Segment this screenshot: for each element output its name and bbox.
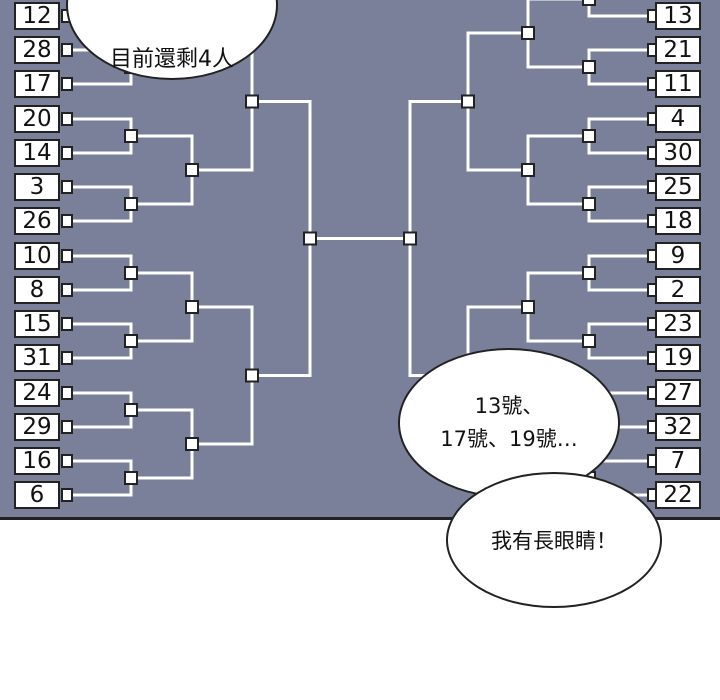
bracket-node xyxy=(303,231,317,246)
bracket-node xyxy=(521,26,535,40)
bracket-node xyxy=(245,94,259,109)
bracket-line xyxy=(587,322,653,360)
bracket-slot-right: 2 xyxy=(655,276,701,304)
bracket-line xyxy=(587,117,653,155)
bracket-node xyxy=(582,197,596,211)
bracket-slot-left: 10 xyxy=(14,242,60,270)
bracket-slot-right: 19 xyxy=(655,344,701,372)
bracket-slot-tab xyxy=(61,146,73,160)
bracket-slot-right: 4 xyxy=(655,105,701,133)
bracket-node xyxy=(582,266,596,280)
bracket-slot-tab xyxy=(61,317,73,331)
bracket-slot-left: 20 xyxy=(14,105,60,133)
bracket-slot-right: 32 xyxy=(655,413,701,441)
bracket-node xyxy=(582,60,596,74)
speech-bubble-bottom: 我有長眼睛！ xyxy=(446,472,662,608)
bracket-slot-left: 26 xyxy=(14,207,60,235)
bracket-slot-tab xyxy=(61,77,73,91)
bracket-node xyxy=(461,94,475,109)
bracket-slot-left: 8 xyxy=(14,276,60,304)
bracket-slot-tab xyxy=(61,249,73,263)
bracket-slot-tab xyxy=(61,180,73,194)
bracket-slot-left: 6 xyxy=(14,481,60,509)
bracket-slot-right: 30 xyxy=(655,139,701,167)
bracket-node xyxy=(245,368,259,383)
bracket-line xyxy=(67,322,133,360)
bracket-node xyxy=(124,129,138,143)
bracket-slot-right: 11 xyxy=(655,70,701,98)
bracket-node xyxy=(124,197,138,211)
bracket-node xyxy=(124,266,138,280)
bracket-node xyxy=(124,334,138,348)
bracket-line xyxy=(466,31,528,172)
bracket-slot-tab xyxy=(61,420,73,434)
bracket-slot-tab xyxy=(61,454,73,468)
bracket-node xyxy=(185,437,199,451)
bracket-line xyxy=(67,185,133,223)
bracket-node xyxy=(185,300,199,314)
bracket-slot-tab xyxy=(61,112,73,126)
bracket-slot-left: 28 xyxy=(14,36,60,64)
bracket-slot-right: 25 xyxy=(655,173,701,201)
bracket-line xyxy=(252,100,312,377)
bracket-slot-right: 21 xyxy=(655,36,701,64)
bracket-line xyxy=(67,254,133,292)
bracket-line xyxy=(67,391,133,429)
bracket-slot-left: 17 xyxy=(14,70,60,98)
bracket-line xyxy=(131,271,194,343)
bracket-line xyxy=(526,271,589,343)
bracket-node xyxy=(185,163,199,177)
bracket-line xyxy=(67,117,133,155)
bracket-node xyxy=(521,163,535,177)
bracket-slot-tab xyxy=(61,488,73,502)
bracket-node xyxy=(582,129,596,143)
bracket-slot-tab xyxy=(61,351,73,365)
bracket-slot-left: 31 xyxy=(14,344,60,372)
bracket-slot-tab xyxy=(61,283,73,297)
bracket-slot-left: 24 xyxy=(14,379,60,407)
bracket-slot-left: 29 xyxy=(14,413,60,441)
bracket-line xyxy=(587,0,653,18)
bracket-node xyxy=(124,403,138,417)
bracket-line xyxy=(131,408,194,480)
speech-bubble-middle: 13號、 17號、19號… xyxy=(398,348,620,498)
bracket-line xyxy=(192,305,254,446)
bracket-slot-right: 22 xyxy=(655,481,701,509)
bracket-line xyxy=(587,48,653,86)
bracket-slot-tab xyxy=(61,386,73,400)
bracket-slot-left: 14 xyxy=(14,139,60,167)
bracket-node xyxy=(124,471,138,485)
bracket-node xyxy=(521,300,535,314)
bracket-line xyxy=(526,0,589,69)
bracket-slot-left: 12 xyxy=(14,2,60,30)
bracket-slot-right: 9 xyxy=(655,242,701,270)
bracket-slot-left: 3 xyxy=(14,173,60,201)
bracket-line xyxy=(67,459,133,497)
bracket-slot-right: 27 xyxy=(655,379,701,407)
bracket-slot-left: 16 xyxy=(14,447,60,475)
bracket-line xyxy=(131,134,194,206)
bracket-slot-right: 7 xyxy=(655,447,701,475)
bracket-slot-right: 13 xyxy=(655,2,701,30)
bracket-slot-right: 18 xyxy=(655,207,701,235)
bracket-line xyxy=(526,134,589,206)
bracket-slot-tab xyxy=(61,214,73,228)
bracket-node xyxy=(582,0,596,6)
bracket-line xyxy=(587,185,653,223)
bracket-node xyxy=(582,334,596,348)
bracket-line xyxy=(587,254,653,292)
bracket-line xyxy=(408,100,468,377)
bracket-slot-right: 23 xyxy=(655,310,701,338)
bracket-slot-left: 15 xyxy=(14,310,60,338)
bracket-slot-tab xyxy=(61,43,73,57)
bracket-node xyxy=(403,231,417,246)
